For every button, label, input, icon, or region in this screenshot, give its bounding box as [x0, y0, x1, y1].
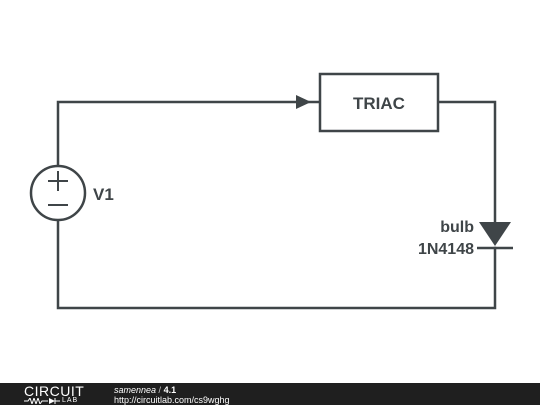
wire-bottom	[56, 218, 497, 310]
diode-name-label: bulb	[440, 219, 474, 236]
logo-text-lab: LAB	[62, 397, 79, 404]
source-label: V1	[93, 185, 114, 204]
triac-body	[318, 72, 440, 133]
triac-label: TRIAC	[353, 94, 405, 113]
author-name[interactable]: samennea	[114, 385, 157, 395]
diode-part-label: 1N4148	[418, 241, 474, 258]
wire-top-left	[56, 100, 322, 168]
source-circle	[29, 164, 87, 222]
logo-text-circuit: CIRCUIT	[24, 383, 85, 399]
diode-component[interactable]: bulb 1N4148	[418, 219, 513, 258]
voltage-source[interactable]: V1	[29, 164, 114, 222]
logo-waveform-icon	[24, 398, 60, 404]
circuit-title: 4.1	[163, 385, 177, 395]
circuit-url[interactable]: http://circuitlab.com/cs9wghg	[114, 395, 230, 405]
circuitlab-logo[interactable]: CIRCUIT LAB	[24, 384, 94, 404]
triac-component[interactable]: TRIAC	[318, 72, 440, 133]
diode-triangle-icon	[479, 222, 511, 246]
current-arrow-icon	[296, 95, 311, 109]
wire-top-right	[436, 100, 497, 224]
schematic-canvas: TRIAC V1 bulb 1N4148	[29, 72, 513, 310]
circuit-meta: samennea / 4.1 http://circuitlab.com/cs9…	[114, 385, 230, 405]
separator: /	[158, 385, 162, 395]
wires	[56, 100, 497, 310]
footer-bar: CIRCUIT LAB samennea / 4.1 http://circui…	[0, 383, 540, 405]
author-title-line: samennea / 4.1	[114, 385, 230, 395]
